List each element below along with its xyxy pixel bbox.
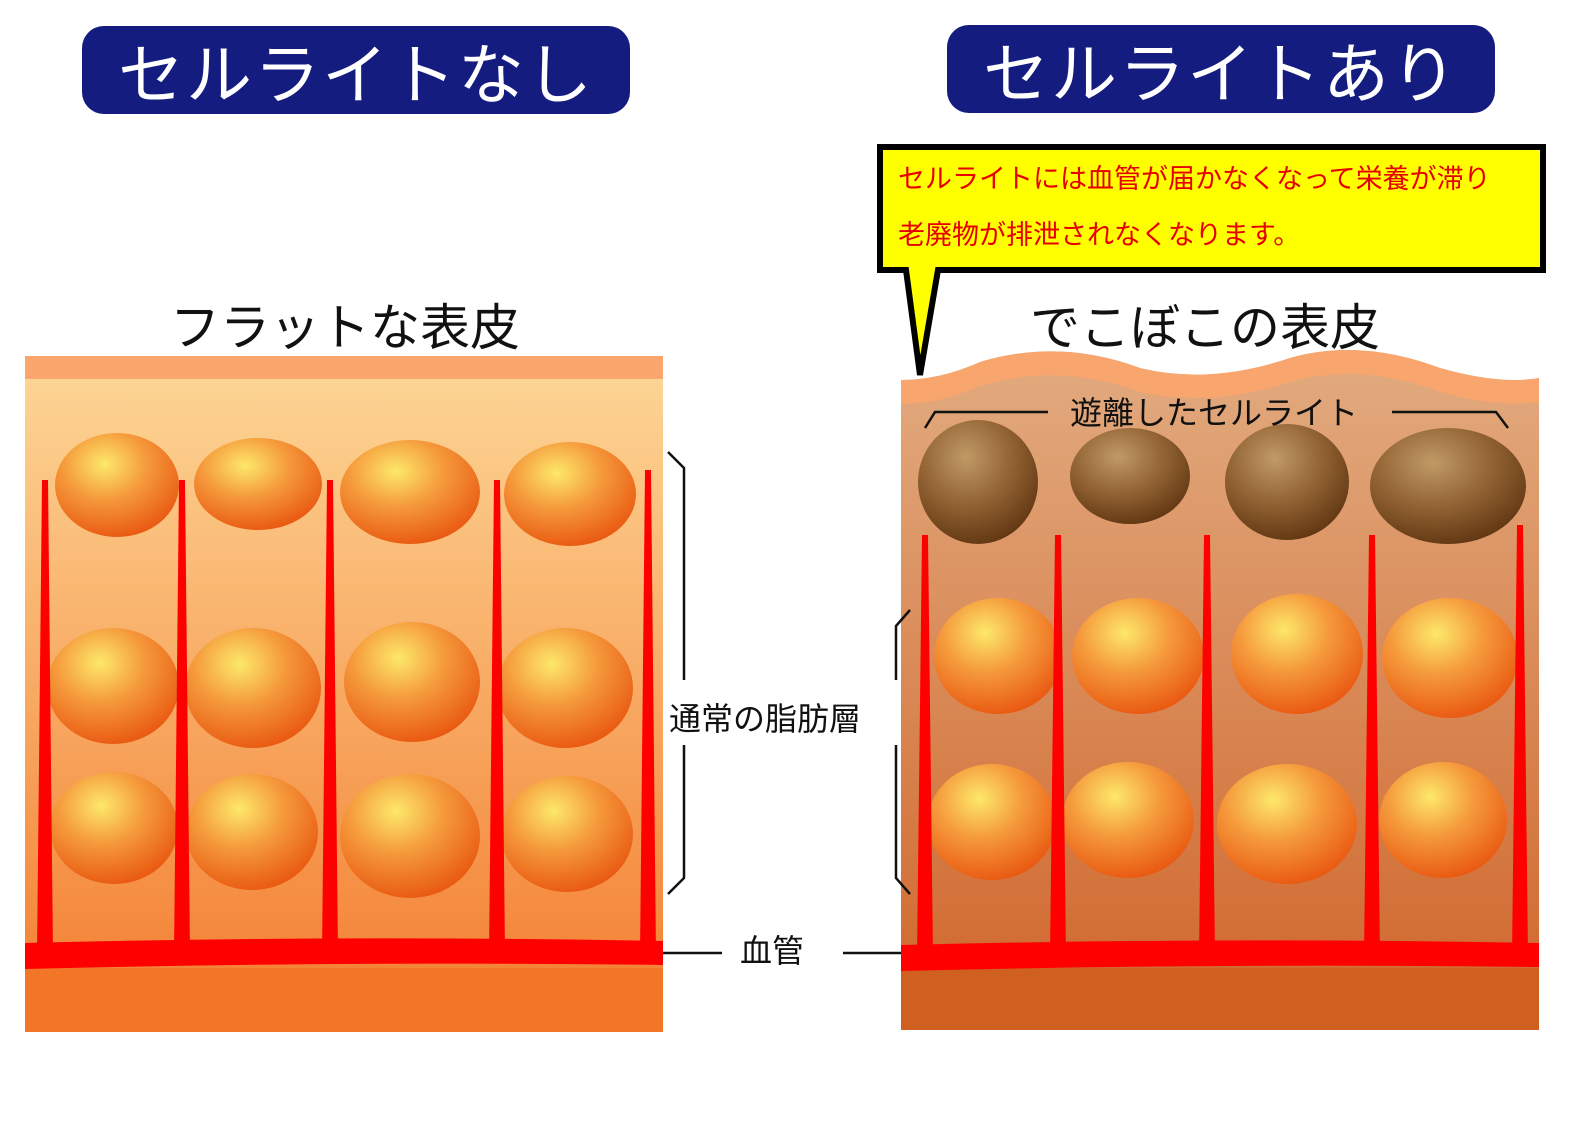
cellulite-cell — [1070, 428, 1190, 524]
fat-cell — [55, 433, 179, 537]
fat-cell — [928, 764, 1056, 880]
callout-line-2: 老廃物が排泄されなくなります。 — [898, 220, 1301, 251]
fat-cell — [47, 628, 179, 744]
cellulite-cell — [1370, 428, 1526, 544]
lower-layer — [901, 968, 1539, 1030]
fat-cell — [340, 440, 480, 544]
blood-vessel-branch — [1364, 535, 1380, 957]
title-with-cellulite: セルライトあり — [947, 25, 1495, 113]
fat-cell — [1379, 762, 1507, 878]
flat-skin-label: フラットな表皮 — [170, 299, 520, 357]
fat-cell — [1062, 762, 1194, 878]
fat-cell — [50, 772, 178, 884]
fat-cell — [340, 774, 480, 898]
blood-vessel-label: 血管 — [740, 932, 805, 970]
fat-cell — [934, 598, 1062, 714]
blood-vessel-branch — [37, 480, 53, 955]
fat-layer-bracket-left — [667, 451, 686, 680]
blood-vessel-main — [901, 940, 1539, 971]
annotation-lines — [663, 410, 1509, 955]
blood-vessel-branch — [640, 470, 656, 955]
fat-layer-bracket-left-lower — [667, 745, 686, 895]
fat-cell — [504, 442, 636, 546]
fat-layer-bracket-right — [894, 609, 911, 680]
fat-cell — [185, 628, 321, 748]
right-skin-panel — [901, 350, 1539, 1030]
bumpy-skin-label: でこぼこの表皮 — [1030, 299, 1380, 357]
fat-cell — [1231, 594, 1363, 714]
fat-layer-bracket-right-lower — [894, 745, 911, 895]
blood-vessel-branch — [322, 480, 338, 955]
blood-vessel-branch — [489, 480, 505, 955]
cellulite-bracket-left — [923, 410, 1048, 429]
callout-line-1: セルライトには血管が届かなくなって栄養が滞り — [898, 164, 1491, 195]
blood-vessel-branch — [1512, 525, 1528, 957]
normal-fat-layer-label: 通常の脂肪層 — [669, 700, 862, 738]
fat-cell — [1217, 764, 1357, 884]
fat-cell — [344, 622, 480, 742]
blood-vessel-branch — [1050, 535, 1066, 957]
cellulite-cell — [918, 420, 1038, 544]
title-without-cellulite: セルライトなし — [82, 26, 630, 114]
callout-bubble — [877, 144, 1546, 376]
blood-vessel-branch — [174, 480, 190, 955]
detached-cellulite-label: 遊離したセルライト — [1070, 394, 1359, 432]
cellulite-cell — [1225, 424, 1349, 540]
fat-cell — [194, 438, 322, 530]
fat-cell — [186, 774, 318, 890]
blood-vessel-branch — [1199, 535, 1215, 957]
cellulite-bracket-right — [1392, 410, 1509, 429]
fat-cell — [501, 776, 633, 892]
fat-cell — [1072, 598, 1204, 714]
fat-cell — [497, 628, 633, 748]
flat-epidermis — [25, 356, 663, 379]
lower-layer — [25, 968, 663, 1032]
fat-cell — [1382, 598, 1518, 718]
left-skin-panel — [25, 356, 663, 1032]
bumpy-epidermis — [901, 350, 1539, 404]
blood-vessel-branch — [917, 535, 933, 957]
blood-vessel-main — [25, 938, 663, 969]
